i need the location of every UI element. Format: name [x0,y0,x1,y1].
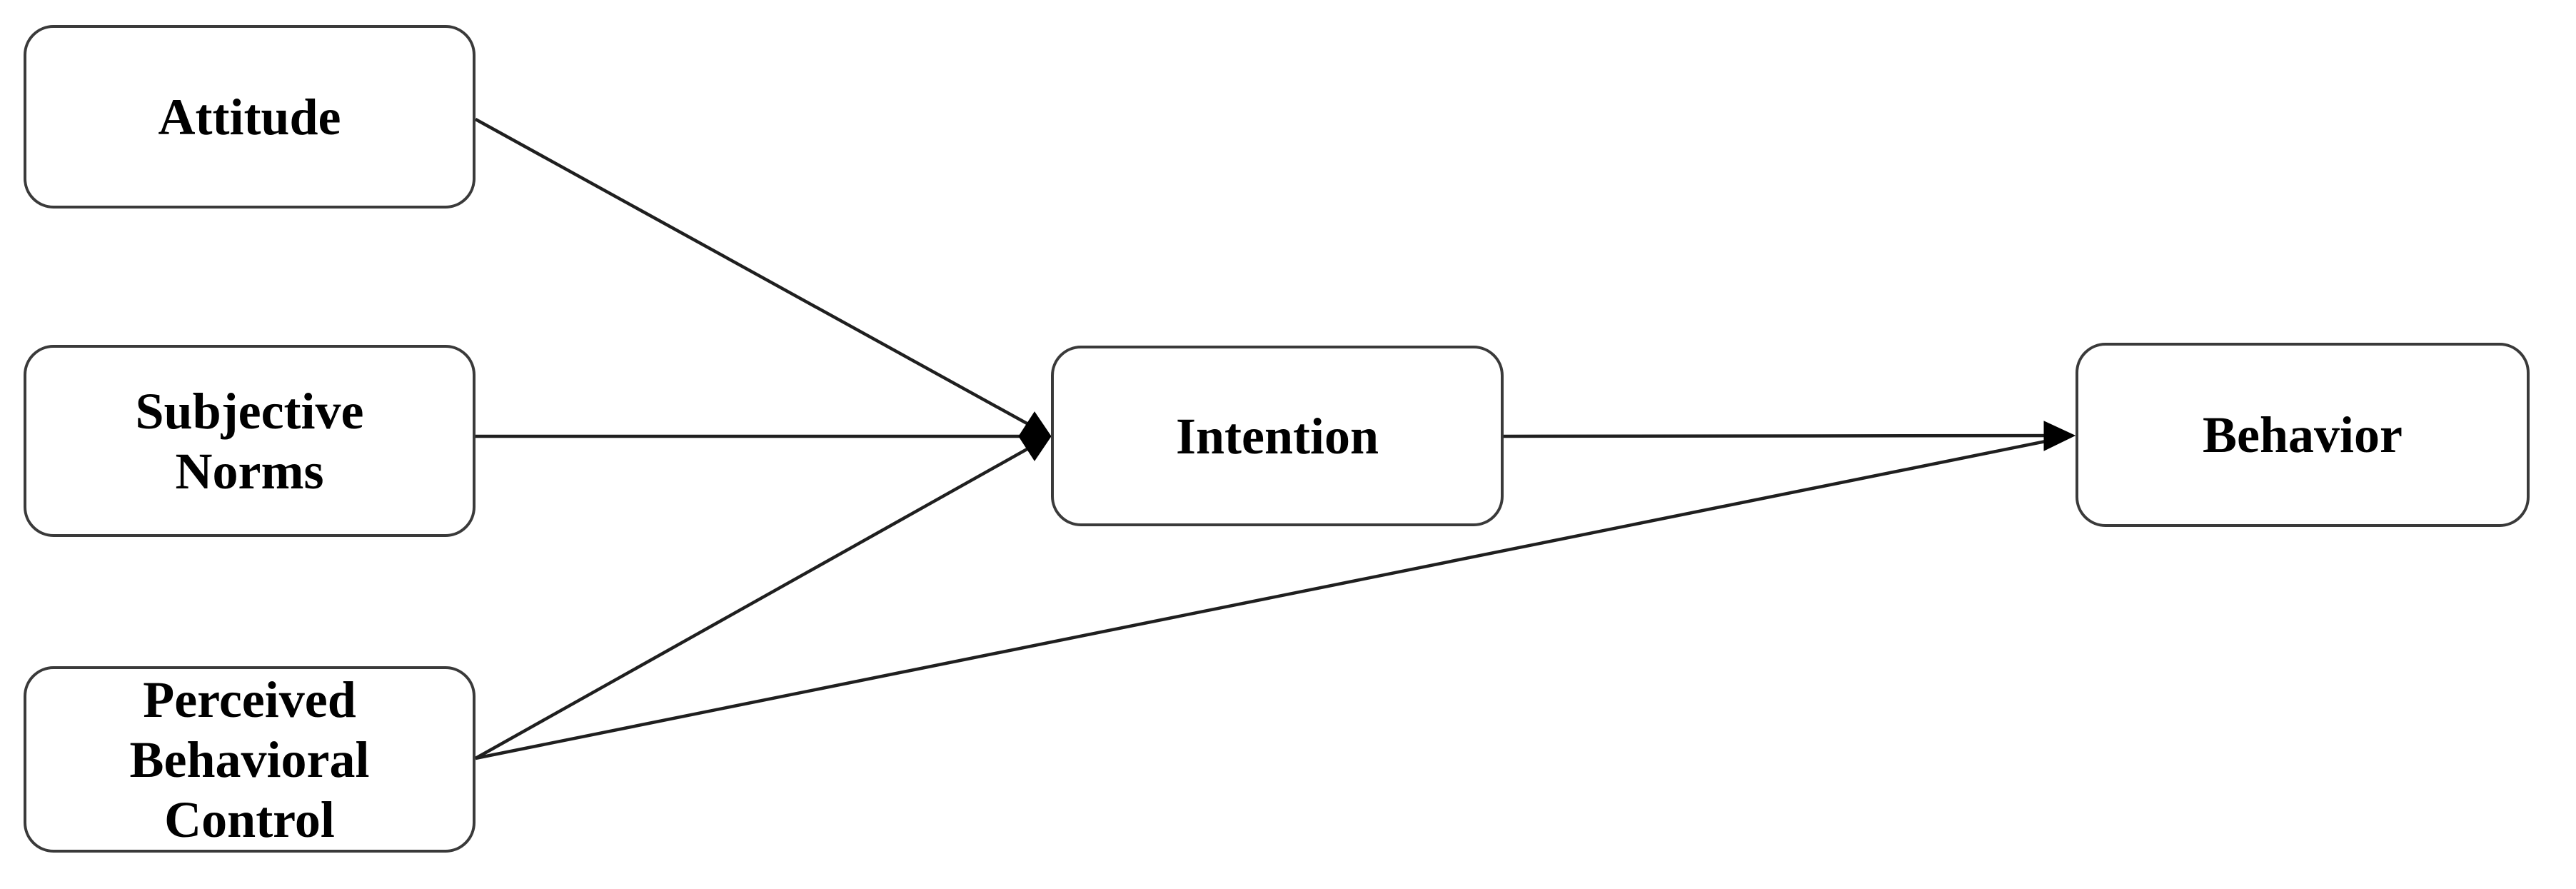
node-subjective-norms: Subjective Norms [24,345,476,537]
node-perceived-behavioral-control-label-line: Behavioral [129,730,370,788]
edge-perceived-behavioral-control-to-behavior [475,436,2064,760]
node-intention-label-line: Intention [1175,407,1379,465]
node-behavior: Behavior [2076,343,2530,527]
node-attitude-label-line: Attitude [158,88,341,146]
edge-perceived-behavioral-control-to-intention [474,443,1037,760]
node-subjective-norms-label: Subjective Norms [136,381,364,501]
node-perceived-behavioral-control: Perceived Behavioral Control [24,666,476,853]
node-attitude: Attitude [24,25,476,209]
node-perceived-behavioral-control-label-line: Perceived [143,670,356,728]
arrowhead-into-behavior [2043,421,2076,451]
node-intention: Intention [1051,346,1504,526]
edge-attitude-to-intention [474,118,1037,430]
node-subjective-norms-label-line: Norms [175,442,324,500]
arrowhead-into-intention [1018,411,1052,461]
node-attitude-label: Attitude [159,87,341,147]
node-perceived-behavioral-control-label-line: Control [164,790,335,848]
node-behavior-label-line: Behavior [2203,406,2403,463]
node-behavior-label: Behavior [2203,405,2403,465]
node-perceived-behavioral-control-label: Perceived Behavioral Control [130,670,370,850]
node-subjective-norms-label-line: Subjective [135,382,364,440]
node-intention-label: Intention [1176,406,1379,466]
